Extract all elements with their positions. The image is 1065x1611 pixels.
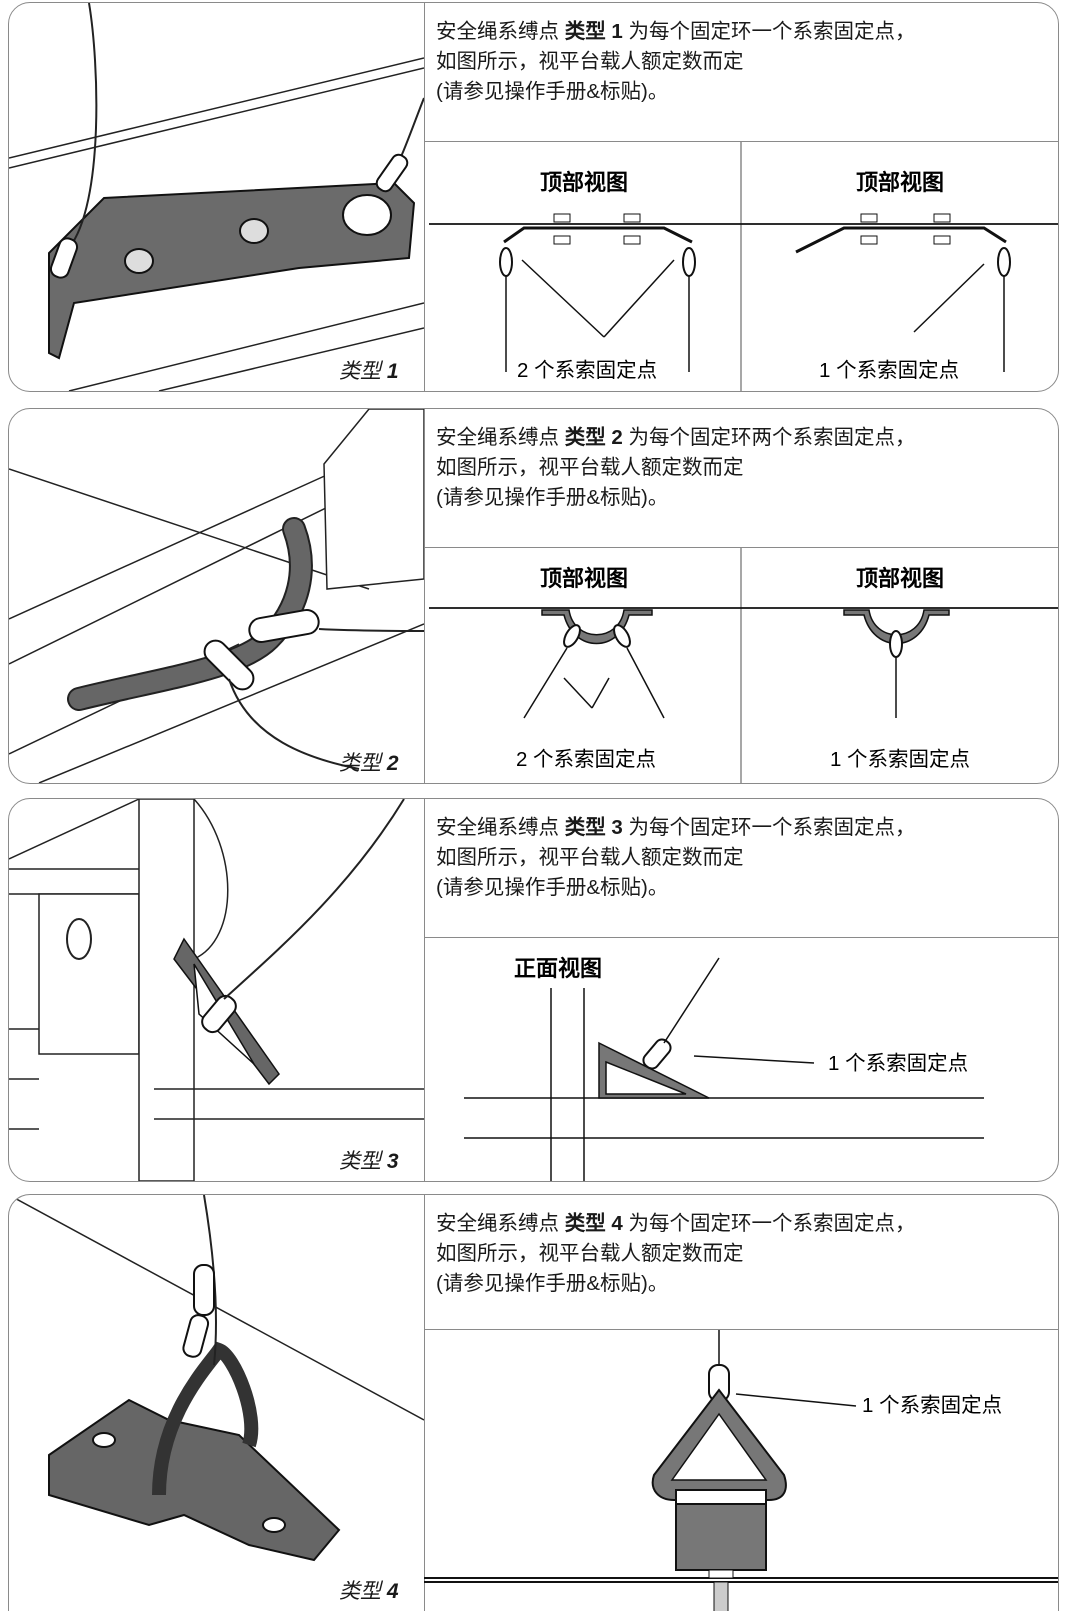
type-3-description: 安全绳系缚点 类型 3 为每个固定环一个系索固定点， 如图所示，视平台载人额定数… [436,816,916,899]
type-2-top-view-right-heading: 顶部视图 [856,566,944,591]
type-2-description: 安全绳系缚点 类型 2 为每个固定环两个系索固定点， 如图所示，视平台载人额定数… [436,426,916,509]
type-2-two-points-caption: 2 个系索固定点 [516,748,656,771]
panel-type-2: 类型 2 安全绳系缚点 类型 2 为每个固定环两个系索固定点， 如图所示，视平台… [8,408,1059,784]
type-4-one-point-caption: 1 个系索固定点 [862,1394,1002,1417]
type-4-description: 安全绳系缚点 类型 4 为每个固定环一个系索固定点， 如图所示，视平台载人额定数… [436,1212,916,1295]
type-2-anchor-image [9,409,424,783]
type-3-one-point-caption: 1 个系索固定点 [828,1052,968,1075]
type-2-one-point-caption: 1 个系索固定点 [830,748,970,771]
panel-type-1: 类型 1 安全绳系缚点 类型 1 为每个固定环一个系索固定点， 如图所示，视平台… [8,2,1059,392]
type-1-one-point-caption: 1 个系索固定点 [819,359,959,382]
type-3-front-view-heading: 正面视图 [514,956,602,981]
panel-type-3: 类型 3 安全绳系缚点 类型 3 为每个固定环一个系索固定点， 如图所示，视平台… [8,798,1059,1182]
type-1-top-view-right-heading: 顶部视图 [856,170,944,195]
type-1-description: 安全绳系缚点 类型 1 为每个固定环一个系索固定点， 如图所示，视平台载人额定数… [436,20,916,103]
type-2-illustration: 类型 2 [9,409,425,783]
type-2-views: 顶部视图 顶部视图 2 个系索固定点 1 个系索固定点 [424,547,1058,783]
type-2-label: 类型 2 [339,752,399,775]
type-1-views: 顶部视图 顶部视图 2 个系索固定点 1 个系索固定点 [424,141,1058,391]
type-3-views: 正面视图 1 个系索固定点 [424,937,1058,1181]
type-4-views: 1 个系索固定点 [424,1329,1058,1611]
type-1-illustration: 类型 1 [9,3,425,391]
type-1-top-view-left-heading: 顶部视图 [540,170,628,195]
type-1-two-points-caption: 2 个系索固定点 [517,359,657,382]
type-4-illustration: 类型 4 [9,1195,425,1611]
type-3-illustration: 类型 3 [9,799,425,1181]
type-4-label: 类型 4 [339,1580,399,1603]
type-1-label: 类型 1 [339,360,399,383]
type-1-anchor-image [9,3,424,391]
type-4-anchor-image [9,1195,424,1562]
type-3-anchor-image [9,799,424,1181]
type-3-label: 类型 3 [339,1150,399,1173]
type-2-top-view-left-heading: 顶部视图 [540,566,628,591]
panel-type-4: 类型 4 安全绳系缚点 类型 4 为每个固定环一个系索固定点， 如图所示，视平台… [8,1194,1059,1611]
